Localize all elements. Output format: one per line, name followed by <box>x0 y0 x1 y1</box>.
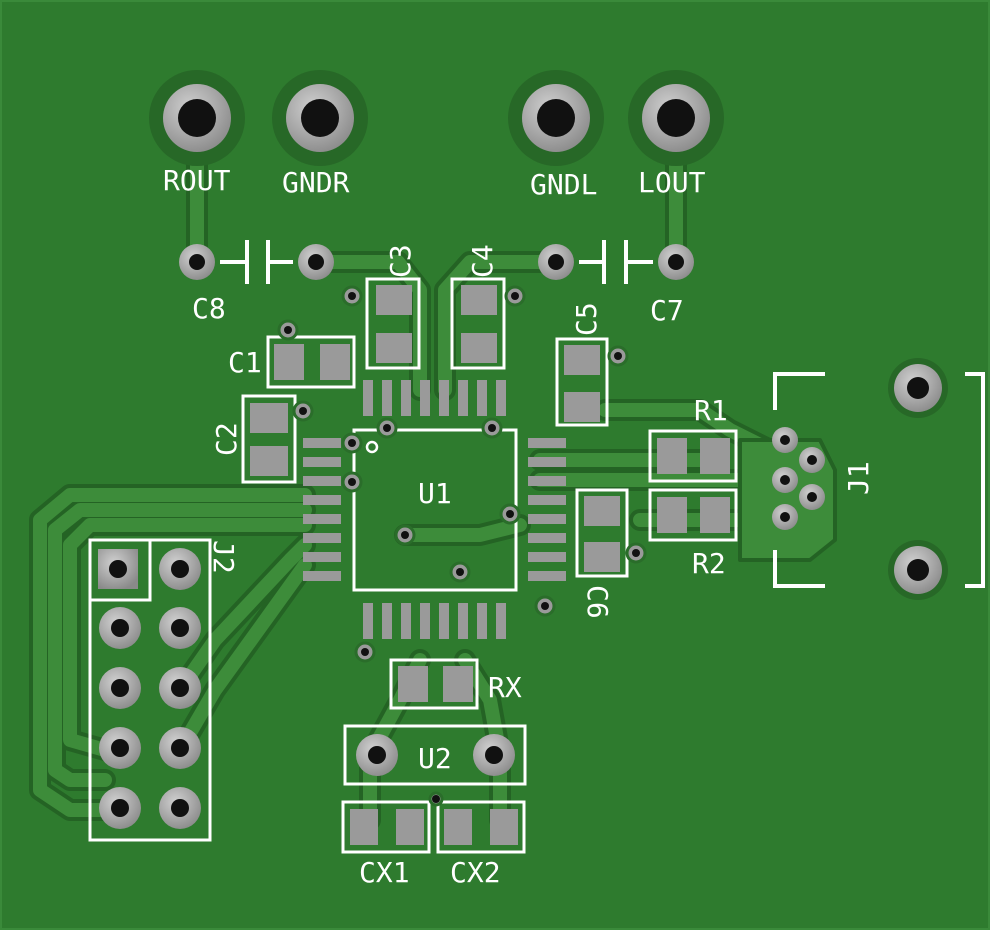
c2-label: C2 <box>210 422 243 456</box>
c4-capacitor <box>450 277 506 370</box>
r1-resistor <box>648 429 738 483</box>
c5-label: C5 <box>570 302 603 336</box>
c6-capacitor <box>575 488 629 578</box>
c7-label: C7 <box>650 294 684 327</box>
rout-label: ROUT <box>163 164 231 197</box>
lout-label: LOUT <box>638 166 706 199</box>
cx1-capacitor <box>341 800 431 854</box>
cx2-capacitor <box>436 800 526 854</box>
r1-label: R1 <box>694 394 728 427</box>
rout-terminal <box>149 70 245 166</box>
r2-label: R2 <box>692 547 726 580</box>
gndl-label: GNDL <box>530 168 597 201</box>
c2-capacitor <box>241 394 297 484</box>
gndl-terminal <box>508 70 604 166</box>
c8-capacitor <box>179 240 334 284</box>
j1-connector <box>772 358 985 600</box>
rx-resistor <box>389 658 479 710</box>
vias <box>277 285 647 807</box>
j2-label: J2 <box>207 540 240 574</box>
c7-capacitor <box>538 240 694 284</box>
cx2-label: CX2 <box>450 856 501 889</box>
lout-terminal <box>628 70 724 166</box>
cx1-label: CX1 <box>359 856 410 889</box>
c1-label: C1 <box>228 346 262 379</box>
copper-traces <box>29 107 837 831</box>
u2-crystal <box>343 724 527 786</box>
audio-terminals <box>149 70 724 166</box>
j2-header <box>88 538 212 842</box>
gndr-terminal <box>272 70 368 166</box>
c6-label: C6 <box>581 585 614 619</box>
u2-label: U2 <box>418 742 452 775</box>
r2-resistor <box>648 488 738 542</box>
c5-capacitor <box>555 337 609 427</box>
j1-label: J1 <box>842 461 875 495</box>
c1-capacitor <box>266 335 356 389</box>
u1-label: U1 <box>418 477 452 510</box>
c4-label: C4 <box>466 244 499 278</box>
rx-label: RX <box>488 671 522 704</box>
c8-label: C8 <box>192 292 226 325</box>
c3-label: C3 <box>384 244 417 278</box>
gndr-label: GNDR <box>282 166 350 199</box>
u1-chip <box>303 380 566 639</box>
c3-capacitor <box>365 277 421 370</box>
